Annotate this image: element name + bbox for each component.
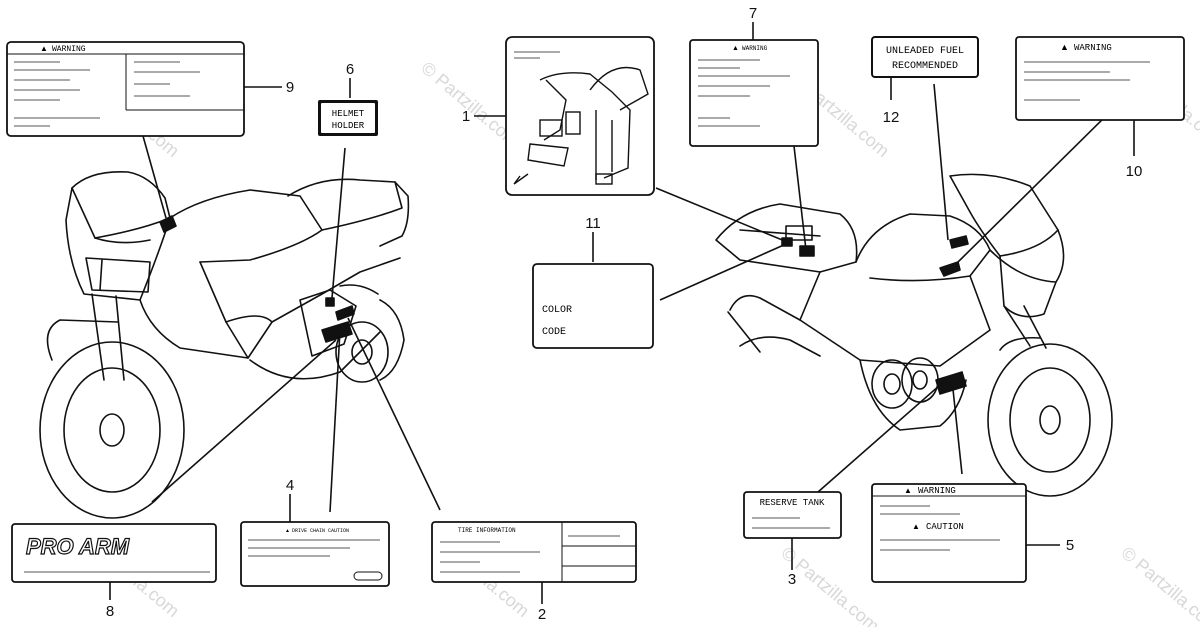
callout-4: 4 [286,477,294,494]
label-12-unleaded-fuel: UNLEADED FUEL RECOMMENDED [871,36,979,78]
motorcycle-left [39,171,410,519]
leader-lines [109,22,1135,604]
warning-triangle-icon: ▲ [904,486,912,495]
label-10-warning: ▲ WARNING [1015,36,1185,121]
reserve-tank-heading: RESERVE TANK [760,498,825,508]
caution-triangle-icon: ▲ [912,522,920,531]
caution-heading: CAUTION [926,522,964,532]
warning-triangle-icon: ▲ [285,528,290,534]
drive-chain-heading: DRIVE CHAIN CAUTION [292,528,349,534]
helmet-holder-line2: HOLDER [332,121,365,131]
label-2-tire-information: TIRE INFORMATION [431,521,637,583]
fuel-line1: UNLEADED FUEL [886,46,964,57]
callout-10: 10 [1126,163,1143,180]
callout-7: 7 [749,5,757,22]
label-7-warning: ▲ WARNING [689,39,819,147]
warning-heading: WARNING [52,45,86,54]
warning-triangle-icon: ▲ [40,44,48,53]
warning-triangle-icon: ▲ [732,45,739,52]
callout-9: 9 [286,79,294,96]
warning-triangle-icon: ▲ [1060,42,1069,52]
callout-12: 12 [883,109,900,126]
callout-8: 8 [106,603,114,620]
warning-heading: WARNING [742,45,768,52]
label-3-reserve-tank: RESERVE TANK [743,491,842,539]
motorcycle-right [715,173,1113,497]
warning-heading: WARNING [1074,43,1112,53]
label-4-drive-chain-caution: ▲ DRIVE CHAIN CAUTION [240,521,390,587]
callout-5: 5 [1066,537,1074,554]
callout-1: 1 [462,108,470,125]
label-6-helmet-holder: HELMET HOLDER [318,100,378,136]
label-1-routing-diagram [505,36,655,196]
code-label: CODE [542,327,566,338]
warning-heading: WARNING [918,486,956,496]
pro-arm-text: PRO ARM [26,534,130,559]
callout-2: 2 [538,606,546,623]
callout-6: 6 [346,61,354,78]
callout-numbers: 1 2 3 4 5 6 7 8 9 10 11 12 [106,5,1143,623]
helmet-holder-line1: HELMET [332,109,365,119]
label-5-warning-caution: ▲ WARNING ▲ CAUTION [871,483,1027,583]
callout-11: 11 [585,215,601,232]
label-9-warning: ▲ WARNING [6,41,245,137]
tire-info-heading: TIRE INFORMATION [458,527,516,534]
label-8-pro-arm: PRO ARM [11,523,217,583]
label-11-color-code: COLOR CODE [532,263,654,349]
callout-3: 3 [788,571,796,588]
color-label: COLOR [542,305,572,316]
watermark: © Partzilla.com [1117,543,1200,627]
fuel-line2: RECOMMENDED [892,61,958,72]
